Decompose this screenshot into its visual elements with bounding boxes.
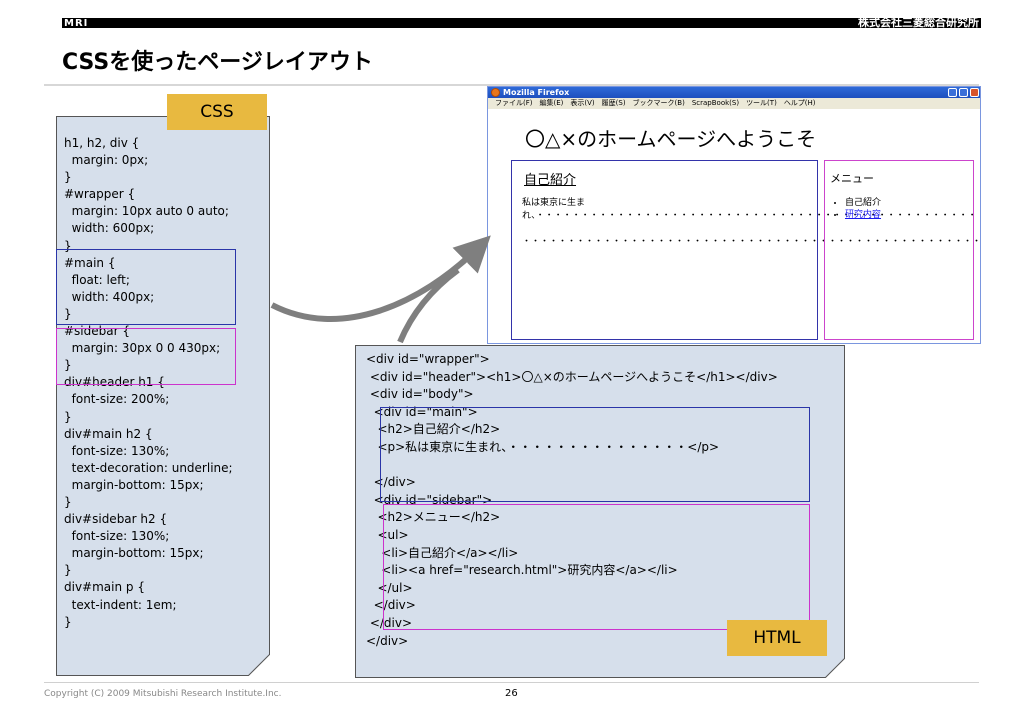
footer-divider: [44, 682, 979, 683]
window-title: Mozilla Firefox: [503, 88, 570, 97]
main-heading: 自己紹介: [524, 173, 577, 188]
menu-help[interactable]: ヘルプ(H): [783, 99, 816, 107]
main-paragraph: 私は東京に生まれ、・・・・・・・・・・・・・・・・・・・・・・・・・・・・・・・…: [522, 197, 980, 249]
page-fold-icon: [248, 654, 270, 676]
window-titlebar: Mozilla Firefox: [488, 87, 980, 98]
header-bar: [62, 18, 981, 28]
arrow-css-to-browser: [270, 235, 491, 322]
menu-edit[interactable]: 編集(E): [539, 99, 564, 107]
slide-title: CSSを使ったページレイアウト: [62, 50, 373, 75]
main-paragraph-2: ・・・・・・・・・・・・・・・・・・・・・・・・・・・・・・・・・・・・・・・・…: [522, 237, 981, 247]
menu-bar: ファイル(F) 編集(E) 表示(V) 履歴(S) ブックマーク(B) ScrapBook…: [488, 98, 980, 109]
menu-bookmarks[interactable]: ブックマーク(B): [632, 99, 685, 107]
firefox-icon: [491, 88, 500, 97]
browser-window: Mozilla Firefox ファイル(F) 編集(E) 表示(V) 履歴(S) ブッ…: [487, 86, 981, 344]
menu-scrapbook[interactable]: ScrapBook(S): [691, 99, 740, 107]
title-divider: [44, 84, 979, 86]
maximize-button[interactable]: [959, 88, 968, 97]
close-button[interactable]: [970, 88, 979, 97]
page-heading: 〇△×のホームページへようこそ: [525, 127, 817, 151]
menu-view[interactable]: 表示(V): [570, 99, 595, 107]
main-column: 自己紹介 私は東京に生まれ、・・・・・・・・・・・・・・・・・・・・・・・・・・…: [511, 160, 980, 340]
sidebar-heading: メニュー: [830, 172, 874, 185]
main-paragraph-1: 私は東京に生まれ、・・・・・・・・・・・・・・・・・・・・・・・・・・・・・・・…: [522, 198, 980, 221]
css-code-panel: h1, h2, div { margin: 0px; } #wrapper { …: [56, 116, 270, 676]
menu-tools[interactable]: ツール(T): [746, 99, 777, 107]
sidebar-menu: 自己紹介 研究内容: [845, 197, 881, 221]
menu-file[interactable]: ファイル(F): [495, 99, 533, 107]
menu-history[interactable]: 履歴(S): [601, 99, 626, 107]
sidebar-item-research: 研究内容: [845, 209, 881, 221]
css-label: CSS: [167, 94, 267, 130]
minimize-button[interactable]: [948, 88, 957, 97]
mri-logo: MRI: [64, 18, 89, 29]
company-name: 株式会社三菱総合研究所: [858, 16, 979, 29]
arrow-html-to-browser: [397, 267, 460, 344]
sidebar-column: メニュー 自己紹介 研究内容: [824, 160, 974, 340]
html-label: HTML: [727, 620, 827, 656]
sidebar-item-intro: 自己紹介: [845, 197, 881, 209]
page-fold-icon: [825, 658, 845, 678]
page-number: 26: [505, 688, 518, 699]
copyright: Copyright (C) 2009 Mitsubishi Research I…: [44, 689, 282, 699]
css-code: h1, h2, div { margin: 0px; } #wrapper { …: [64, 136, 233, 629]
html-code: <div id="wrapper"> <div id="header"><h1>…: [366, 352, 778, 648]
research-link[interactable]: 研究内容: [845, 210, 882, 220]
